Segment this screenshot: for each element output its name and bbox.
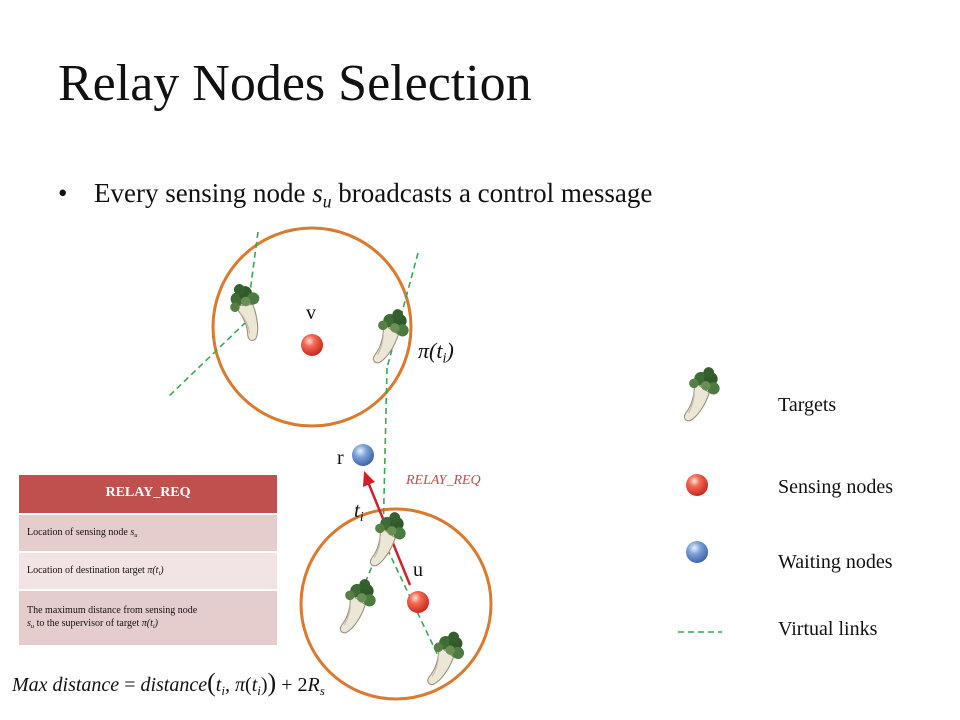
coverage-circles (211, 226, 493, 701)
target-in-v-left (222, 277, 275, 345)
legend-sensing-nodes-label: Sensing nodes (778, 476, 893, 498)
relay-req-arrow-label: RELAY_REQ (406, 473, 481, 488)
legend-icons (678, 474, 722, 633)
coverage-circle-u (299, 507, 493, 701)
bullet-text: Every sensing node su broadcasts a contr… (94, 178, 653, 212)
legend-target-icon (677, 361, 726, 428)
slide-title: Relay Nodes Selection (58, 55, 532, 112)
target-ti (363, 506, 412, 573)
bullet-dot: • (58, 178, 68, 208)
table-row-target-location: Location of destination target π(ti) (19, 553, 277, 591)
legend-sensing-node-icon (686, 474, 708, 496)
legend-waiting-node-icon (686, 541, 708, 563)
target-lower-right (420, 625, 471, 693)
relay-req-table: RELAY_REQ Location of sensing node su Lo… (18, 474, 278, 648)
virtual-link-2 (166, 321, 247, 399)
nodes-group (301, 334, 429, 613)
relay-req-arrowhead (363, 471, 375, 487)
node-label-v: v (306, 302, 316, 324)
target-ti-label: ti (354, 498, 364, 525)
node-label-u: u (413, 559, 423, 581)
relay-req-table-header: RELAY_REQ (19, 475, 277, 515)
legend-virtual-links-label: Virtual links (778, 618, 878, 640)
virtual-link-4 (382, 367, 388, 541)
max-distance-formula: Max distance = distance(ti, π(ti)) + 2Rs (12, 668, 325, 698)
legend-waiting-nodes-label: Waiting nodes (778, 551, 893, 573)
waiting-node-r (352, 444, 374, 466)
node-label-r: r (337, 447, 344, 469)
bullet-item: • Every sensing node su broadcasts a con… (58, 178, 652, 212)
legend-targets-label: Targets (778, 394, 837, 416)
coverage-circle-v (211, 226, 413, 428)
virtual-link-6 (382, 539, 442, 663)
sensing-node-v (301, 334, 323, 356)
target-lower-left (333, 573, 382, 640)
sensing-node-u (407, 591, 429, 613)
target-pi-label: π(ti) (418, 338, 454, 367)
table-row-sensing-location: Location of sensing node su (19, 515, 277, 553)
